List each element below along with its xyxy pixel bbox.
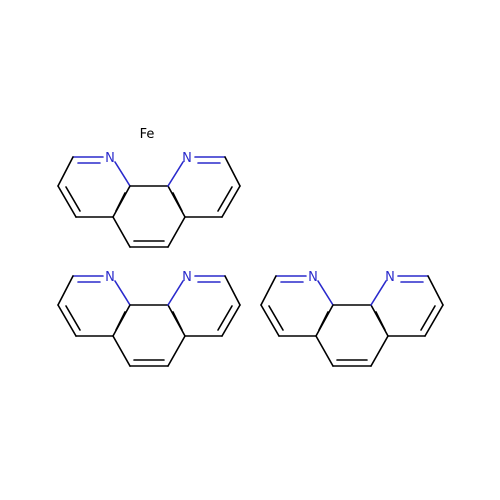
nitrogen-atom-label: N [385, 270, 395, 285]
phenanthroline-bonds [57, 275, 241, 367]
phenanthroline-ligand-1: N N [57, 151, 241, 248]
nitrogen-atom-label: N [105, 270, 115, 285]
nitrogen-atom-label: N [308, 270, 318, 285]
nitrogen-atom-label: N [105, 151, 115, 166]
nitrogen-atom-label: N [182, 151, 192, 166]
phenanthroline-ligand-3: N N [260, 270, 444, 367]
iron-atom-label: Fe [140, 127, 155, 142]
phenanthroline-bonds [57, 156, 241, 248]
phenanthroline-bonds [260, 275, 444, 367]
phenanthroline-ligand-2: N N [57, 270, 241, 367]
nitrogen-atom-label: N [182, 270, 192, 285]
